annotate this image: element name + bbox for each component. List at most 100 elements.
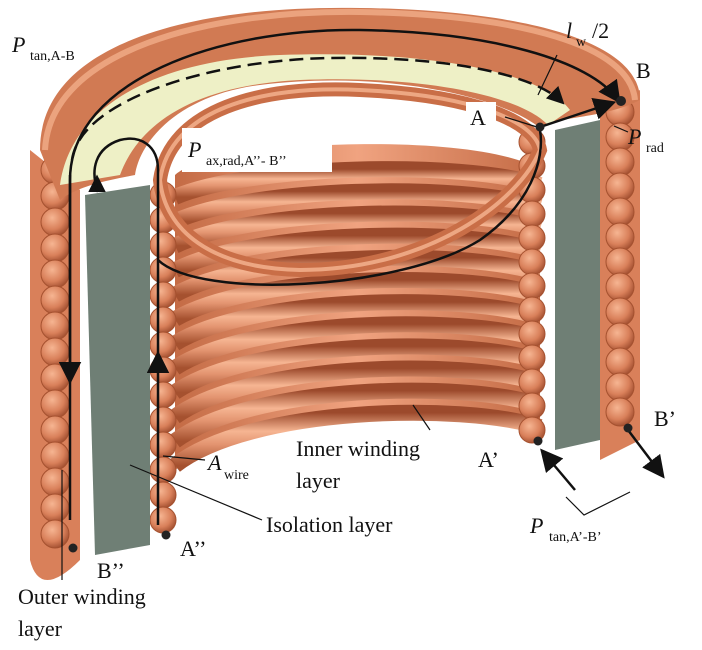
wire-cross-section [518,344,546,372]
wire-cross-section [40,493,70,523]
svg-text:layer: layer [296,468,341,493]
wire-cross-section [605,247,635,277]
svg-text:layer: layer [18,616,63,641]
label-p-tan-a-b-prime: P tan,A’-B’ [529,513,602,545]
svg-text:P: P [11,32,25,57]
label-point-b-dprime: B’’ [97,558,125,583]
wire-cross-section [40,259,70,289]
isolation-layer-left [85,185,150,555]
wire-cross-section [149,331,177,359]
wire-cross-section [518,320,546,348]
wire-cross-section [40,311,70,341]
wire-cross-section [605,347,635,377]
wire-cross-section [149,406,177,434]
inner-winding-turn [170,316,543,375]
label-a-wire: A wire [206,450,249,483]
wire-cross-section [40,519,70,549]
wire-cross-section [149,381,177,409]
label-point-a-dprime: A’’ [180,536,206,561]
wire-cross-section [605,372,635,402]
outer-winding-cross-section-left [40,155,70,549]
inner-winding-turn [170,382,543,448]
point-a-prime-dot [533,436,543,446]
wire-cross-section [605,272,635,302]
wire-cross-section [518,416,546,444]
current-path-rad [539,98,617,129]
wire-cross-section [40,467,70,497]
point-b-prime-dot [623,423,633,433]
svg-text:wire: wire [224,468,249,483]
svg-text:P: P [187,137,201,162]
svg-text:B: B [636,58,651,83]
label-point-a-prime: A’ [474,444,518,472]
svg-text:P: P [627,124,641,149]
isolation-layer-right [555,120,600,450]
svg-text:A’’: A’’ [180,536,206,561]
wire-cross-section [518,368,546,396]
wire-cross-section [518,272,546,300]
label-p-ax-rad: P ax,rad,A’’- B’’ [182,128,332,172]
inner-winding-turn [170,404,543,472]
wire-cross-section [518,200,546,228]
wire-cross-section [605,297,635,327]
current-path-ax-rad [58,129,543,525]
svg-text:Isolation layer: Isolation layer [266,512,393,537]
inner-winding-cross-section-left [149,181,177,534]
wire-cross-section [605,322,635,352]
wire-cross-section [518,296,546,324]
wire-cross-section [149,481,177,509]
wire-cross-section [605,172,635,202]
svg-text:Inner winding: Inner winding [296,436,420,461]
svg-text:P: P [529,513,543,538]
point-b-dprime-dot [68,543,78,553]
point-a-dprime-dot [161,530,171,540]
wire-cross-section [518,224,546,252]
svg-text:/2: /2 [592,18,609,43]
svg-text:Outer winding: Outer winding [18,584,146,609]
wire-cross-section [40,337,70,367]
svg-text:l: l [566,18,572,43]
wire-cross-section [605,147,635,177]
outer-winding-body [30,90,640,580]
wire-cross-section [605,222,635,252]
wire-cross-section [605,397,635,427]
inner-winding-turn [170,360,543,424]
label-point-b-prime: B’ [654,406,676,431]
wire-cross-section [40,441,70,471]
wire-cross-section [149,306,177,334]
wire-cross-section [149,281,177,309]
svg-text:ax,rad,A’’- B’’: ax,rad,A’’- B’’ [206,154,287,169]
current-path-tan-a-b-prime [540,429,665,516]
svg-text:A: A [206,450,222,475]
inner-winding-turn [170,271,543,326]
label-p-rad: P rad [627,124,664,156]
wire-cross-section [605,197,635,227]
point-b-dot [616,96,626,106]
svg-text:A: A [470,105,486,130]
label-isolation-layer: Isolation layer [266,512,393,537]
inner-winding-turn [171,205,543,254]
leader-lines [61,54,629,580]
label-point-a: A [466,102,496,130]
terminal-points [68,96,633,553]
svg-text:tan,A-B: tan,A-B [30,49,75,64]
wire-cross-section [40,207,70,237]
point-a-dot [535,122,545,132]
label-p-tan-a-b: P tan,A-B [11,32,75,64]
svg-text:w: w [576,35,587,50]
wire-cross-section [40,285,70,315]
svg-text:B’’: B’’ [97,558,125,583]
wire-cross-section [149,231,177,259]
svg-text:tan,A’-B’: tan,A’-B’ [549,530,602,545]
isolation-layer-top [60,54,570,186]
wire-cross-section [40,415,70,445]
svg-text:rad: rad [646,141,664,156]
inner-winding-turn [170,294,543,351]
wire-cross-section [149,431,177,459]
label-point-b: B [636,58,651,83]
label-inner-winding-layer: Inner winding layer [296,436,420,493]
wire-cross-section [149,356,177,384]
label-l-w-half: l w /2 [566,18,609,50]
inner-winding-turn [170,338,543,399]
